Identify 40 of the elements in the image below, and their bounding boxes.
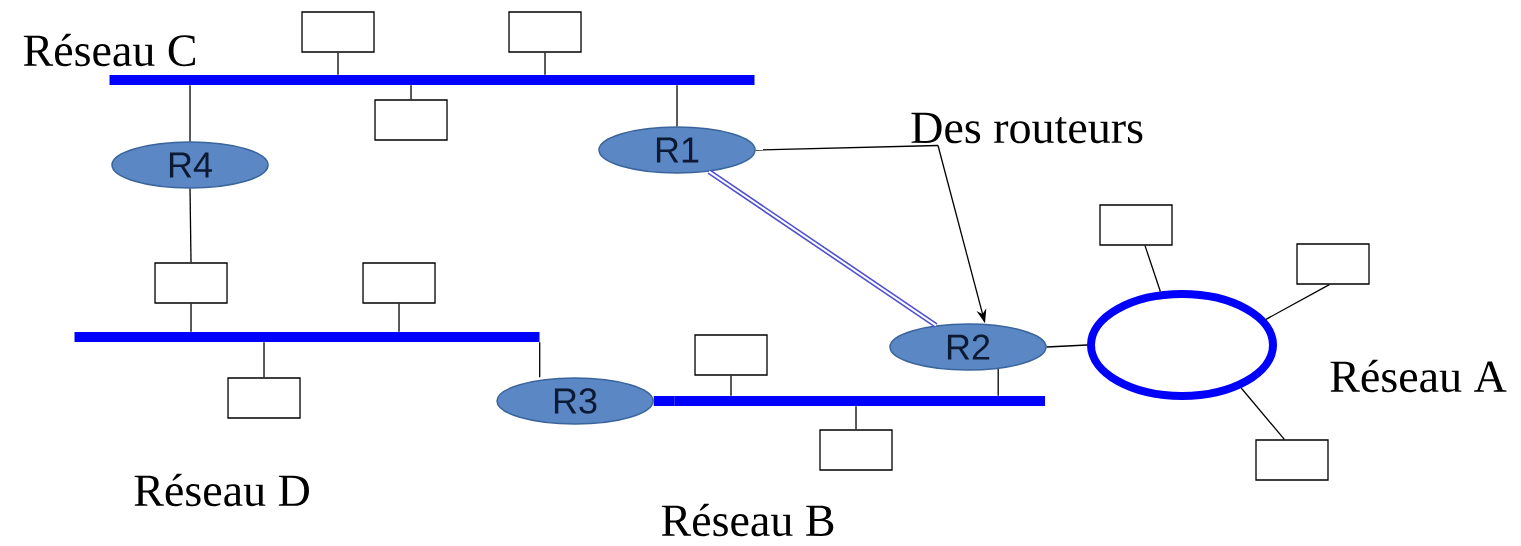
network-bus [109, 75, 755, 85]
link-line [855, 405, 857, 430]
link-line [189, 188, 192, 263]
link-line [398, 303, 400, 333]
link-line [263, 341, 265, 378]
network-name: Réseau B [661, 503, 834, 537]
link-line [189, 84, 191, 142]
link-line [1240, 387, 1285, 440]
link-line [544, 52, 546, 76]
link-line [1265, 284, 1330, 320]
link-line [410, 84, 412, 100]
link-line [653, 396, 675, 406]
host-box [819, 429, 893, 471]
link-line [1046, 344, 1088, 348]
link-line [730, 375, 732, 397]
link-line [190, 303, 192, 333]
host-box [374, 99, 448, 141]
host-box [301, 11, 375, 53]
leader-line [755, 144, 939, 151]
link-line [676, 84, 678, 127]
link-line [707, 169, 938, 328]
callout-text: Des routeurs [911, 112, 1143, 144]
network-name: Réseau C [23, 33, 195, 67]
network-name: Réseau D [134, 473, 309, 507]
host-box [1296, 243, 1370, 285]
ring-network [1087, 290, 1277, 400]
host-box [508, 11, 582, 53]
link-line [997, 368, 999, 397]
host-box [362, 262, 436, 304]
link-line [337, 52, 339, 76]
host-box [154, 262, 228, 304]
host-box [1255, 439, 1329, 481]
network-bus [74, 332, 540, 342]
network-bus [675, 396, 1045, 406]
link-line [539, 341, 541, 378]
host-box [227, 377, 301, 419]
host-box [694, 334, 768, 376]
host-box [1099, 204, 1173, 246]
network-name: Réseau A [1330, 359, 1507, 393]
link-line [1144, 245, 1161, 293]
